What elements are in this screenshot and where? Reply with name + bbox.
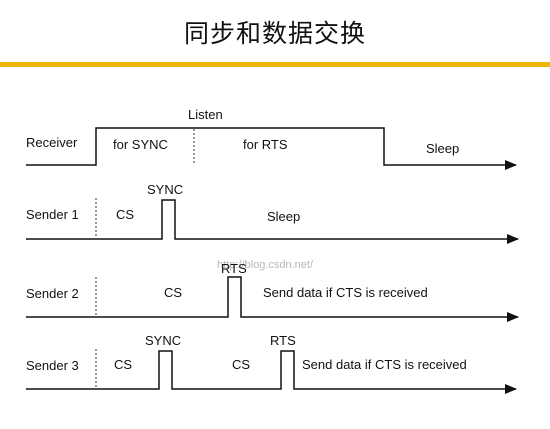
receiver-sleep-label: Sleep [426,141,459,156]
sender-1-sync-label: SYNC [147,182,183,197]
watermark-text: http://blog.csdn.net/ [217,259,314,271]
rts-slot-label: for RTS [243,137,288,152]
listen-label: Listen [188,107,223,122]
sender-2-row: Sender 2 CS RTS Send data if CTS is rece… [26,261,519,322]
sender-1-cs-label: CS [116,207,134,222]
receiver-timeline [26,127,517,170]
sender-1-row: Sender 1 CS SYNC Sleep [26,182,519,244]
sender-1-timeline [26,199,519,244]
sender-3-cs-label: CS [114,357,132,372]
receiver-row: Receiver Listen for SYNC for RTS Sleep [26,107,517,170]
sender-2-cs-label: CS [164,285,182,300]
sender-2-timeline [26,276,519,322]
sender-3-timeline [26,350,517,394]
page-title: 同步和数据交换 [183,19,366,48]
receiver-label: Receiver [26,135,78,150]
title-divider [0,62,550,67]
sender-3-send-label: Send data if CTS is received [302,357,467,372]
sync-slot-label: for SYNC [113,137,168,152]
sender-1-sleep-label: Sleep [267,209,300,224]
sender-2-rts-label: RTS [221,261,247,276]
sender-2-send-label: Send data if CTS is received [263,285,428,300]
sender-1-label: Sender 1 [26,207,79,222]
sender-3-label: Sender 3 [26,358,79,373]
sender-3-row: Sender 3 CS SYNC CS RTS Send data if CTS… [26,333,517,394]
sender-3-sync-label: SYNC [145,333,181,348]
sender-3-cs2-label: CS [232,357,250,372]
sender-2-label: Sender 2 [26,286,79,301]
sender-3-rts-label: RTS [270,333,296,348]
